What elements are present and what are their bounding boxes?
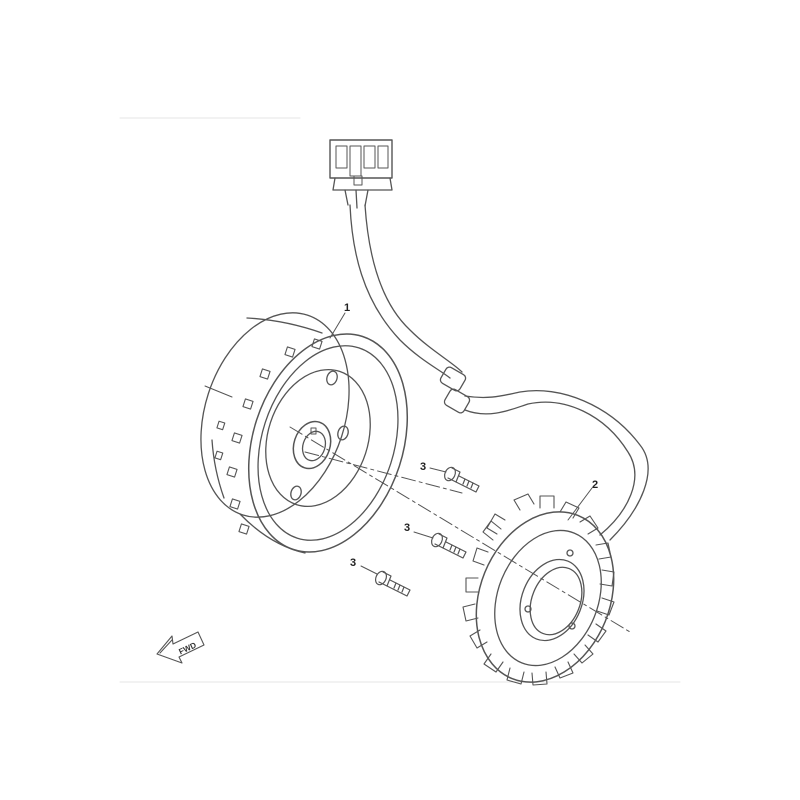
callout-part-3-upper: 3 <box>420 461 426 473</box>
fwd-arrow-icon <box>156 631 205 664</box>
fwd-label: FWD <box>177 640 198 656</box>
wire-connector <box>329 139 393 209</box>
frame-lines <box>119 117 681 683</box>
center-axis <box>204 385 631 633</box>
callout-part-3-middle: 3 <box>404 522 410 534</box>
bolt-middle <box>430 532 467 559</box>
callout-part-3-lower: 3 <box>350 557 356 569</box>
callout-part-1: 1 <box>344 302 350 314</box>
stator-coil <box>462 493 615 686</box>
flywheel-rotor <box>200 312 409 554</box>
wire-harness <box>349 204 649 541</box>
bolt-upper <box>443 466 480 493</box>
callout-part-2: 2 <box>592 479 598 491</box>
bolt-lower <box>374 570 411 597</box>
leader-lines <box>329 312 593 575</box>
